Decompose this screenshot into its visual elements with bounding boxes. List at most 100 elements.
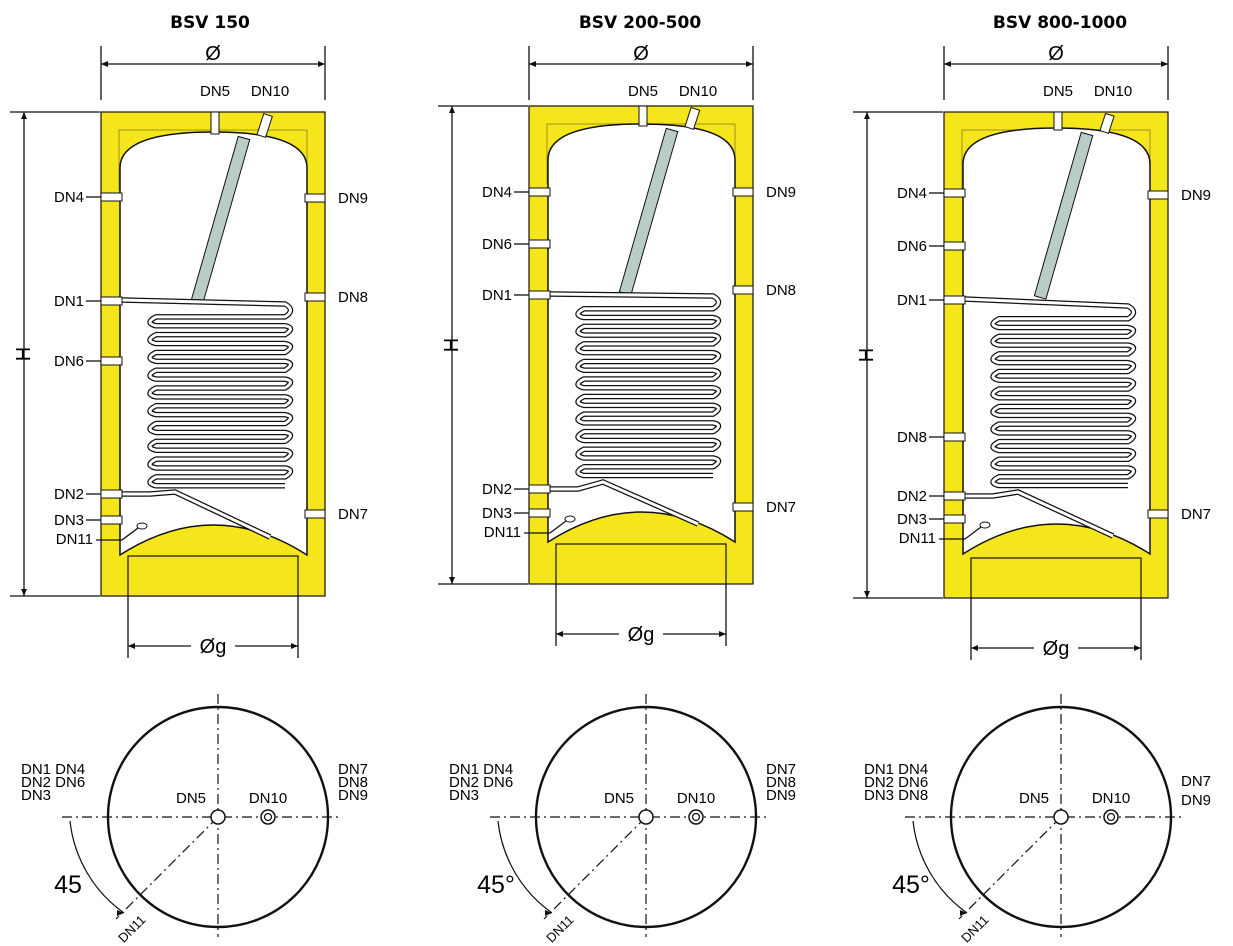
plan-dn5-label: DN5 [604, 790, 634, 807]
label-dn6: DN6 [482, 236, 512, 253]
port-dn4 [100, 192, 123, 202]
diagram-title: BSV 800-1000 [993, 13, 1127, 33]
port-dn3 [100, 515, 123, 525]
port-dn6 [100, 356, 123, 366]
port-dn2 [943, 491, 966, 501]
port-dn5 [210, 111, 220, 135]
label-dn9: DN9 [1181, 187, 1211, 204]
foot-diameter-label: Øg [628, 624, 655, 646]
diagram-title: BSV 200-500 [579, 13, 701, 33]
label-dn10: DN10 [251, 83, 289, 100]
port-dn2 [100, 489, 123, 499]
foot-diameter-label: Øg [200, 636, 227, 658]
plan-right-label: DN9 [1181, 792, 1211, 809]
port-dn6 [528, 239, 551, 249]
foot-ring [127, 555, 299, 597]
port-dn2 [528, 484, 551, 494]
heating-coil [548, 292, 720, 478]
plan-dn11-label: DN11 [115, 912, 148, 945]
label-dn5: DN5 [200, 83, 230, 100]
foot-ring [970, 557, 1142, 599]
port-dn3 [943, 514, 966, 524]
port-dn4 [528, 187, 551, 197]
label-dn3: DN3 [897, 511, 927, 528]
heating-coil [120, 298, 292, 488]
coil-return [549, 480, 699, 526]
plan-right-label: DN7 [338, 761, 368, 778]
port-dn6 [943, 241, 966, 251]
label-dn4: DN4 [897, 185, 927, 202]
plan-right-label: DN7 [766, 761, 796, 778]
plan-dn5 [638, 809, 654, 825]
label-dn10: DN10 [1094, 83, 1132, 100]
label-dn8: DN8 [766, 282, 796, 299]
height-label: H [13, 347, 35, 361]
label-dn11: DN11 [899, 530, 936, 547]
diagram-title: BSV 150 [170, 13, 250, 33]
label-dn4: DN4 [482, 184, 512, 201]
coil-return [964, 490, 1114, 538]
label-dn8: DN8 [338, 289, 368, 306]
port-dn10 [256, 113, 273, 138]
label-dn7: DN7 [338, 506, 368, 523]
plan-right-label: DN8 [338, 774, 368, 791]
plan-left-label: DN3 DN8 [864, 787, 928, 804]
plan-right-label: DN8 [766, 774, 796, 791]
label-dn9: DN9 [766, 184, 796, 201]
plan-right-label: DN9 [766, 787, 796, 804]
label-dn6: DN6 [897, 238, 927, 255]
label-dn1: DN1 [897, 292, 927, 309]
label-dn8: DN8 [897, 429, 927, 446]
port-dn1 [943, 295, 966, 305]
port-dn3 [528, 508, 551, 518]
angle-label: 45 [54, 871, 82, 899]
label-dn11: DN11 [56, 531, 93, 548]
plan-dn5-label: DN5 [1019, 790, 1049, 807]
plan-left-label: DN1 DN4 [449, 761, 513, 778]
height-label: H [441, 338, 463, 352]
heating-coil [963, 297, 1135, 488]
height-label: H [856, 348, 878, 362]
label-dn2: DN2 [54, 486, 84, 503]
sensor-dn11 [136, 522, 148, 530]
plan-dn10-label: DN10 [677, 790, 715, 807]
angle-arc [912, 820, 968, 914]
port-dn8 [943, 432, 966, 442]
plan-dn10-label: DN10 [249, 790, 287, 807]
label-dn10: DN10 [679, 83, 717, 100]
port-dn1 [100, 296, 123, 306]
port-dn9 [732, 187, 754, 197]
label-dn3: DN3 [482, 505, 512, 522]
label-dn2: DN2 [482, 481, 512, 498]
label-dn5: DN5 [1043, 83, 1073, 100]
label-dn2: DN2 [897, 488, 927, 505]
port-dn9 [304, 193, 326, 203]
foot-diameter-label: Øg [1043, 638, 1070, 660]
plan-right-label: DN9 [338, 787, 368, 804]
plan-dn11-label: DN11 [958, 912, 991, 945]
label-dn5: DN5 [628, 83, 658, 100]
plan-left-label: DN1 DN4 [21, 761, 85, 778]
diameter-label: Ø [205, 43, 221, 65]
port-dn10 [1099, 112, 1115, 134]
port-dn9 [1147, 190, 1169, 200]
plan-dn5 [210, 809, 226, 825]
plan-dn5-label: DN5 [176, 790, 206, 807]
label-dn9: DN9 [338, 190, 368, 207]
label-dn11: DN11 [484, 524, 521, 541]
port-dn7 [1147, 509, 1169, 519]
plan-dn10 [688, 809, 704, 825]
port-dn7 [304, 509, 326, 519]
foot-ring [555, 543, 727, 585]
plan-left-label: DN1 DN4 [864, 761, 928, 778]
label-dn3: DN3 [54, 512, 84, 529]
diameter-label: Ø [633, 43, 649, 65]
plan-left-label: DN3 [449, 787, 479, 804]
port-dn8 [304, 292, 326, 302]
label-dn1: DN1 [482, 287, 512, 304]
